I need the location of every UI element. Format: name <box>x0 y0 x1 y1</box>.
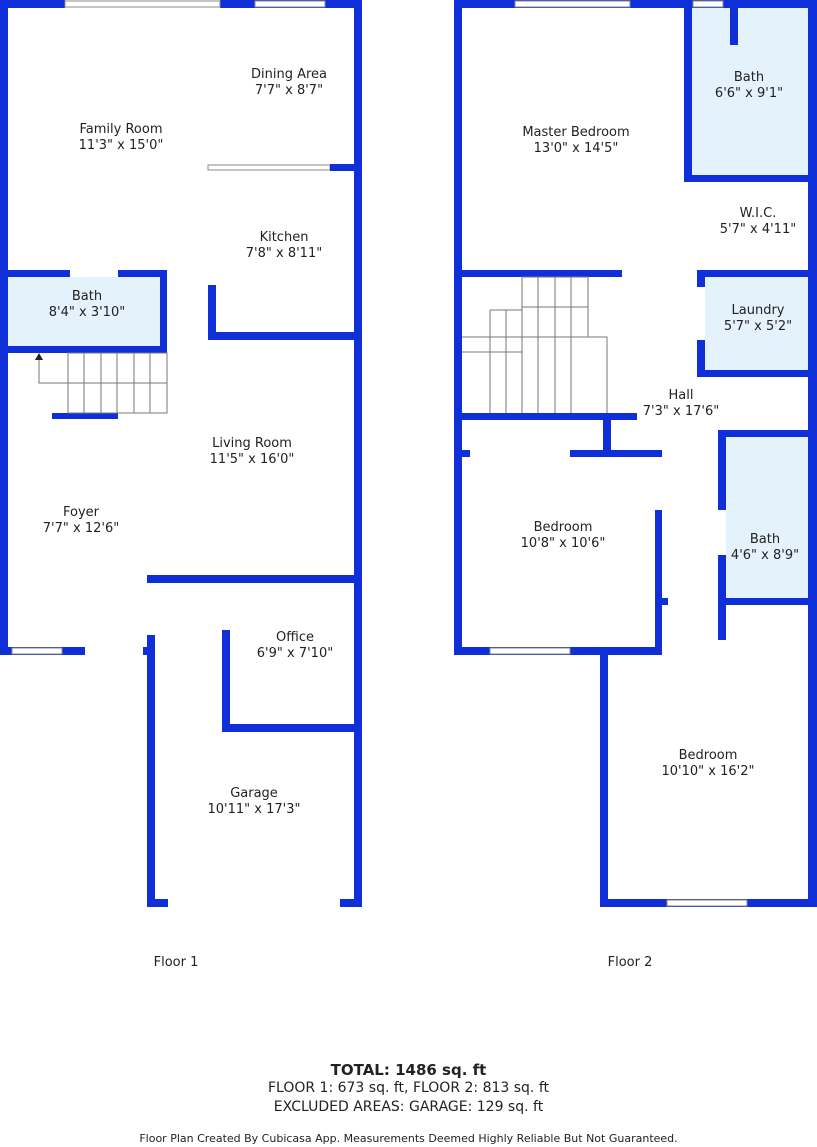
room-name: Laundry <box>731 303 785 318</box>
excluded-areas: EXCLUDED AREAS: GARAGE: 129 sq. ft <box>273 1099 544 1115</box>
room-name: Bath <box>733 70 765 85</box>
room-size: 8'4" x 3'10" <box>48 305 126 320</box>
floor2-walls <box>454 0 817 907</box>
room-size: 5'7" x 4'11" <box>719 222 797 237</box>
room-name: Living Room <box>212 436 292 451</box>
floor1-walls <box>0 0 362 907</box>
room-name: Bath <box>71 289 103 304</box>
room-label-wic: W.I.C.5'7" x 4'11" <box>720 206 796 238</box>
room-name: W.I.C. <box>739 206 777 221</box>
room-size: 10'11" x 17'3" <box>207 802 301 817</box>
bath-fill <box>726 437 808 598</box>
floor1-stairs <box>35 352 168 414</box>
room-size: 11'5" x 16'0" <box>209 452 295 467</box>
room-size: 11'3" x 15'0" <box>78 138 164 153</box>
room-name: Hall <box>668 388 694 403</box>
room-size: 10'10" x 16'2" <box>661 764 755 779</box>
room-size: 6'6" x 9'1" <box>714 86 784 101</box>
disclaimer: Floor Plan Created By Cubicasa App. Meas… <box>139 1132 678 1145</box>
room-size: 4'6" x 8'9" <box>730 548 800 563</box>
floor1-label: Floor 1 <box>153 955 199 970</box>
bath-fill <box>692 8 808 175</box>
room-name: Master Bedroom <box>522 125 630 140</box>
room-size: 10'8" x 10'6" <box>520 536 606 551</box>
room-name: Bedroom <box>678 748 738 763</box>
bath-fill <box>8 277 160 346</box>
room-size: 5'7" x 5'2" <box>723 319 793 334</box>
room-name: Bedroom <box>533 520 593 535</box>
room-name: Office <box>276 630 314 645</box>
room-name: Dining Area <box>250 67 328 82</box>
floor2-stairs <box>462 276 608 413</box>
room-size: 7'7" x 8'7" <box>254 83 324 98</box>
floor-areas: FLOOR 1: 673 sq. ft, FLOOR 2: 813 sq. ft <box>267 1080 550 1096</box>
floor2-label: Floor 2 <box>607 955 653 970</box>
room-size: 7'7" x 12'6" <box>42 521 120 536</box>
room-name: Kitchen <box>259 230 309 245</box>
room-name: Garage <box>230 786 278 801</box>
room-size: 6'9" x 7'10" <box>256 646 334 661</box>
total-area: TOTAL: 1486 sq. ft <box>330 1061 487 1079</box>
laundry-fill <box>705 277 808 370</box>
room-size: 7'8" x 8'11" <box>245 246 323 261</box>
room-size: 13'0" x 14'5" <box>533 141 619 156</box>
room-size: 7'3" x 17'6" <box>642 404 720 419</box>
room-name: Family Room <box>79 122 163 137</box>
room-name: Foyer <box>62 505 100 520</box>
room-name: Bath <box>749 532 781 547</box>
